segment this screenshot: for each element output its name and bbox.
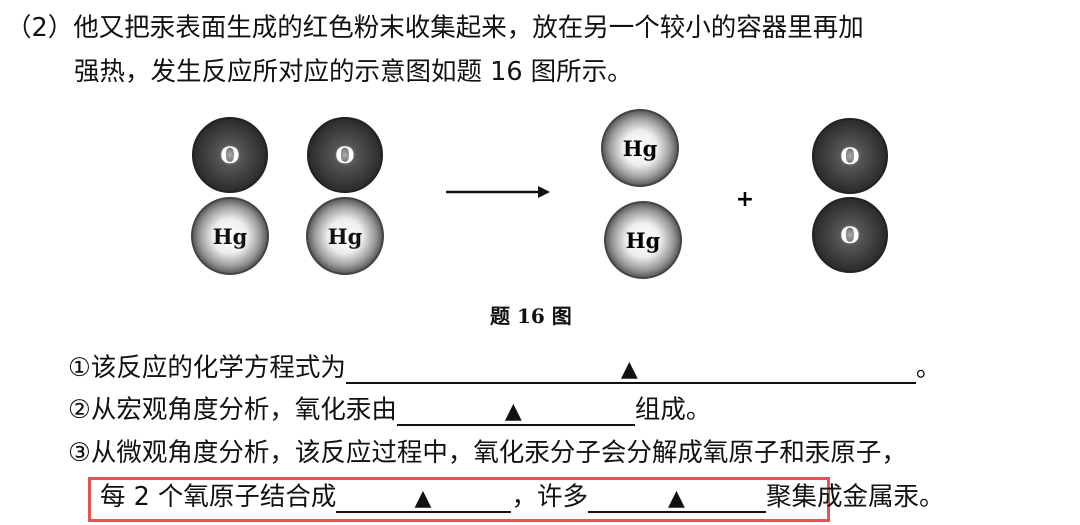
mercury-atom	[191, 197, 269, 275]
mercury-oxide-molecule-2: O Hg	[306, 117, 384, 275]
answer-blank-4[interactable]: ▲	[587, 485, 766, 513]
mercury-atom-product-1: Hg	[601, 109, 679, 187]
figure-caption: 题 16 图	[490, 304, 572, 328]
reaction-arrow-icon	[446, 186, 550, 198]
answer-blank-1[interactable]: ▲	[345, 356, 916, 384]
blank-marker: ▲	[414, 486, 432, 511]
mercury-oxide-molecule-1: O Hg	[191, 117, 269, 275]
item-1-prompt: ①该反应的化学方程式为	[68, 353, 346, 383]
oxygen-label: O	[840, 144, 859, 170]
answer-blank-3[interactable]: ▲	[336, 485, 512, 513]
item-3-line-2: 每 2 个氧原子结合成 ▲ ，许多 ▲ 聚集成金属汞。	[100, 481, 944, 513]
reaction-diagram: O Hg O Hg Hg Hg + O O	[191, 109, 888, 279]
mercury-label: Hg	[623, 136, 658, 161]
oxygen-label: O	[335, 143, 354, 169]
item-3-line-1: ③从微观角度分析，该反应过程中，氧化汞分子会分解成氧原子和汞原子，	[68, 438, 907, 468]
mercury-atom	[306, 197, 384, 275]
oxygen-atom	[307, 117, 383, 193]
blank-marker: ▲	[667, 486, 685, 511]
mercury-label: Hg	[213, 224, 248, 249]
blank-marker: ▲	[620, 357, 638, 382]
item-2-prompt: ②从宏观角度分析，氧化汞由	[68, 395, 397, 425]
oxygen-molecule: O O	[812, 118, 888, 273]
item-3-text-a: 每 2 个氧原子结合成	[100, 482, 337, 512]
plus-sign: +	[736, 187, 754, 212]
blank-marker: ▲	[504, 399, 522, 424]
item-1-suffix: 。	[915, 353, 942, 383]
mercury-label: Hg	[328, 224, 363, 249]
item-3-text-c: 聚集成金属汞。	[765, 482, 945, 512]
mercury-atom-product-2: Hg	[604, 201, 682, 279]
item-3-text-b: ，许多	[511, 482, 588, 512]
question-line-2: 强热，发生反应所对应的示意图如题 16 图所示。	[74, 57, 633, 87]
highlight-box	[88, 477, 830, 522]
mercury-label: Hg	[626, 228, 661, 253]
question-line-1: （2）他又把汞表面生成的红色粉末收集起来，放在另一个较小的容器里再加	[6, 13, 864, 43]
oxygen-label: O	[840, 223, 859, 249]
oxygen-label: O	[220, 143, 239, 169]
answer-blank-2[interactable]: ▲	[396, 398, 635, 426]
item-1: ①该反应的化学方程式为 ▲ 。	[68, 352, 941, 384]
item-2-suffix: 组成。	[634, 395, 712, 425]
item-2: ②从宏观角度分析，氧化汞由 ▲ 组成。	[68, 394, 711, 426]
oxygen-atom	[192, 117, 268, 193]
